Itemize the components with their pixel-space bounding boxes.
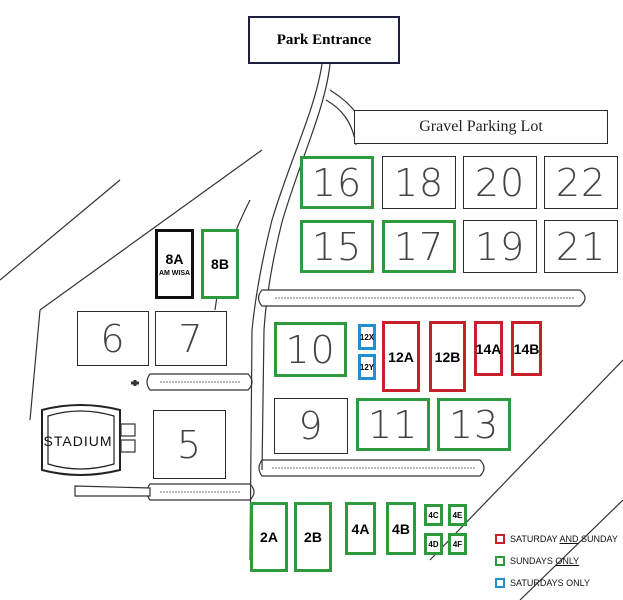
field-sublabel: AM WISA	[158, 269, 191, 277]
field-label: 7	[178, 316, 204, 361]
field-17[interactable]: 17	[382, 220, 456, 273]
field-4a[interactable]: 4A	[345, 502, 376, 555]
field-12b[interactable]: 12B	[429, 321, 466, 392]
field-label: 12B	[434, 348, 461, 365]
field-9[interactable]: 9	[274, 398, 348, 454]
legend-label: SATURDAYS ONLY	[510, 578, 591, 588]
field-16[interactable]: 16	[300, 156, 374, 209]
field-15[interactable]: 15	[300, 220, 374, 273]
field-label: 14B	[513, 340, 540, 357]
field-13[interactable]: 13	[437, 398, 511, 451]
legend-label: SUNDAYS ONLY	[510, 556, 580, 566]
field-label: 11	[367, 402, 419, 447]
field-label: 4B	[392, 520, 410, 537]
field-label: 15	[311, 224, 363, 269]
field-14a[interactable]: 14A	[474, 321, 503, 376]
field-8a[interactable]: 8A AM WISA	[155, 229, 194, 299]
field-6[interactable]: 6	[77, 311, 149, 366]
field-label: 22	[555, 160, 607, 205]
field-label: 2B	[304, 529, 322, 545]
field-2b[interactable]: 2B	[294, 502, 332, 572]
field-label: 4C	[428, 510, 439, 520]
field-label: 17	[393, 224, 445, 269]
field-label: 13	[448, 402, 500, 447]
field-label: 8A	[165, 251, 184, 268]
field-label: 10	[285, 327, 336, 372]
field-12a[interactable]: 12A	[382, 321, 420, 392]
field-12x[interactable]: 12X	[358, 324, 376, 350]
field-label: 12X	[359, 332, 375, 342]
legend-swatch-green	[495, 556, 505, 566]
legend-item-saturdays-only: SATURDAYS ONLY	[495, 572, 621, 594]
field-label: 5	[176, 422, 203, 467]
field-label: 20	[474, 160, 526, 205]
legend-item-saturday-and-sunday: SATURDAY AND SUNDAY	[495, 528, 621, 550]
field-22[interactable]: 22	[544, 156, 618, 209]
field-label: 4D	[428, 539, 439, 549]
field-label: 18	[393, 160, 445, 205]
field-12y[interactable]: 12Y	[358, 354, 376, 380]
field-label: 12A	[388, 348, 414, 365]
field-18[interactable]: 18	[382, 156, 456, 209]
field-4e[interactable]: 4E	[448, 504, 467, 526]
field-19[interactable]: 19	[463, 220, 537, 273]
legend-item-sundays-only: SUNDAYS ONLY	[495, 550, 621, 572]
field-label: 4E	[452, 510, 463, 520]
legend-label: SATURDAY AND SUNDAY	[510, 534, 618, 544]
field-label: 4A	[351, 520, 370, 537]
field-label: 4F	[452, 539, 463, 549]
legend-swatch-red	[495, 534, 505, 544]
field-label: 2A	[260, 529, 278, 545]
field-7[interactable]: 7	[155, 311, 227, 366]
field-label: 8B	[211, 256, 229, 272]
field-label: 6	[100, 316, 126, 361]
field-4f[interactable]: 4F	[448, 533, 467, 555]
field-5[interactable]: 5	[153, 410, 226, 479]
field-14b[interactable]: 14B	[511, 321, 542, 376]
field-4d[interactable]: 4D	[424, 533, 443, 555]
field-8b[interactable]: 8B	[201, 229, 239, 299]
field-20[interactable]: 20	[463, 156, 537, 209]
field-label: 19	[474, 224, 526, 269]
field-4c[interactable]: 4C	[424, 504, 443, 526]
field-11[interactable]: 11	[356, 398, 430, 451]
stadium-label: STADIUM	[43, 433, 113, 449]
field-4b[interactable]: 4B	[386, 502, 416, 555]
field-21[interactable]: 21	[544, 220, 618, 273]
field-label: 12Y	[359, 362, 375, 372]
park-entrance-label: Park Entrance	[248, 16, 400, 64]
field-label: 16	[311, 160, 363, 205]
field-label: 21	[555, 224, 607, 269]
field-2a[interactable]: 2A	[250, 502, 288, 572]
field-10[interactable]: 10	[274, 322, 347, 377]
field-label: 9	[298, 404, 324, 448]
legend-swatch-blue	[495, 578, 505, 588]
gravel-parking-lot: Gravel Parking Lot	[354, 110, 608, 144]
legend: SATURDAY AND SUNDAY SUNDAYS ONLY SATURDA…	[495, 528, 621, 594]
field-label: 14A	[475, 340, 502, 357]
